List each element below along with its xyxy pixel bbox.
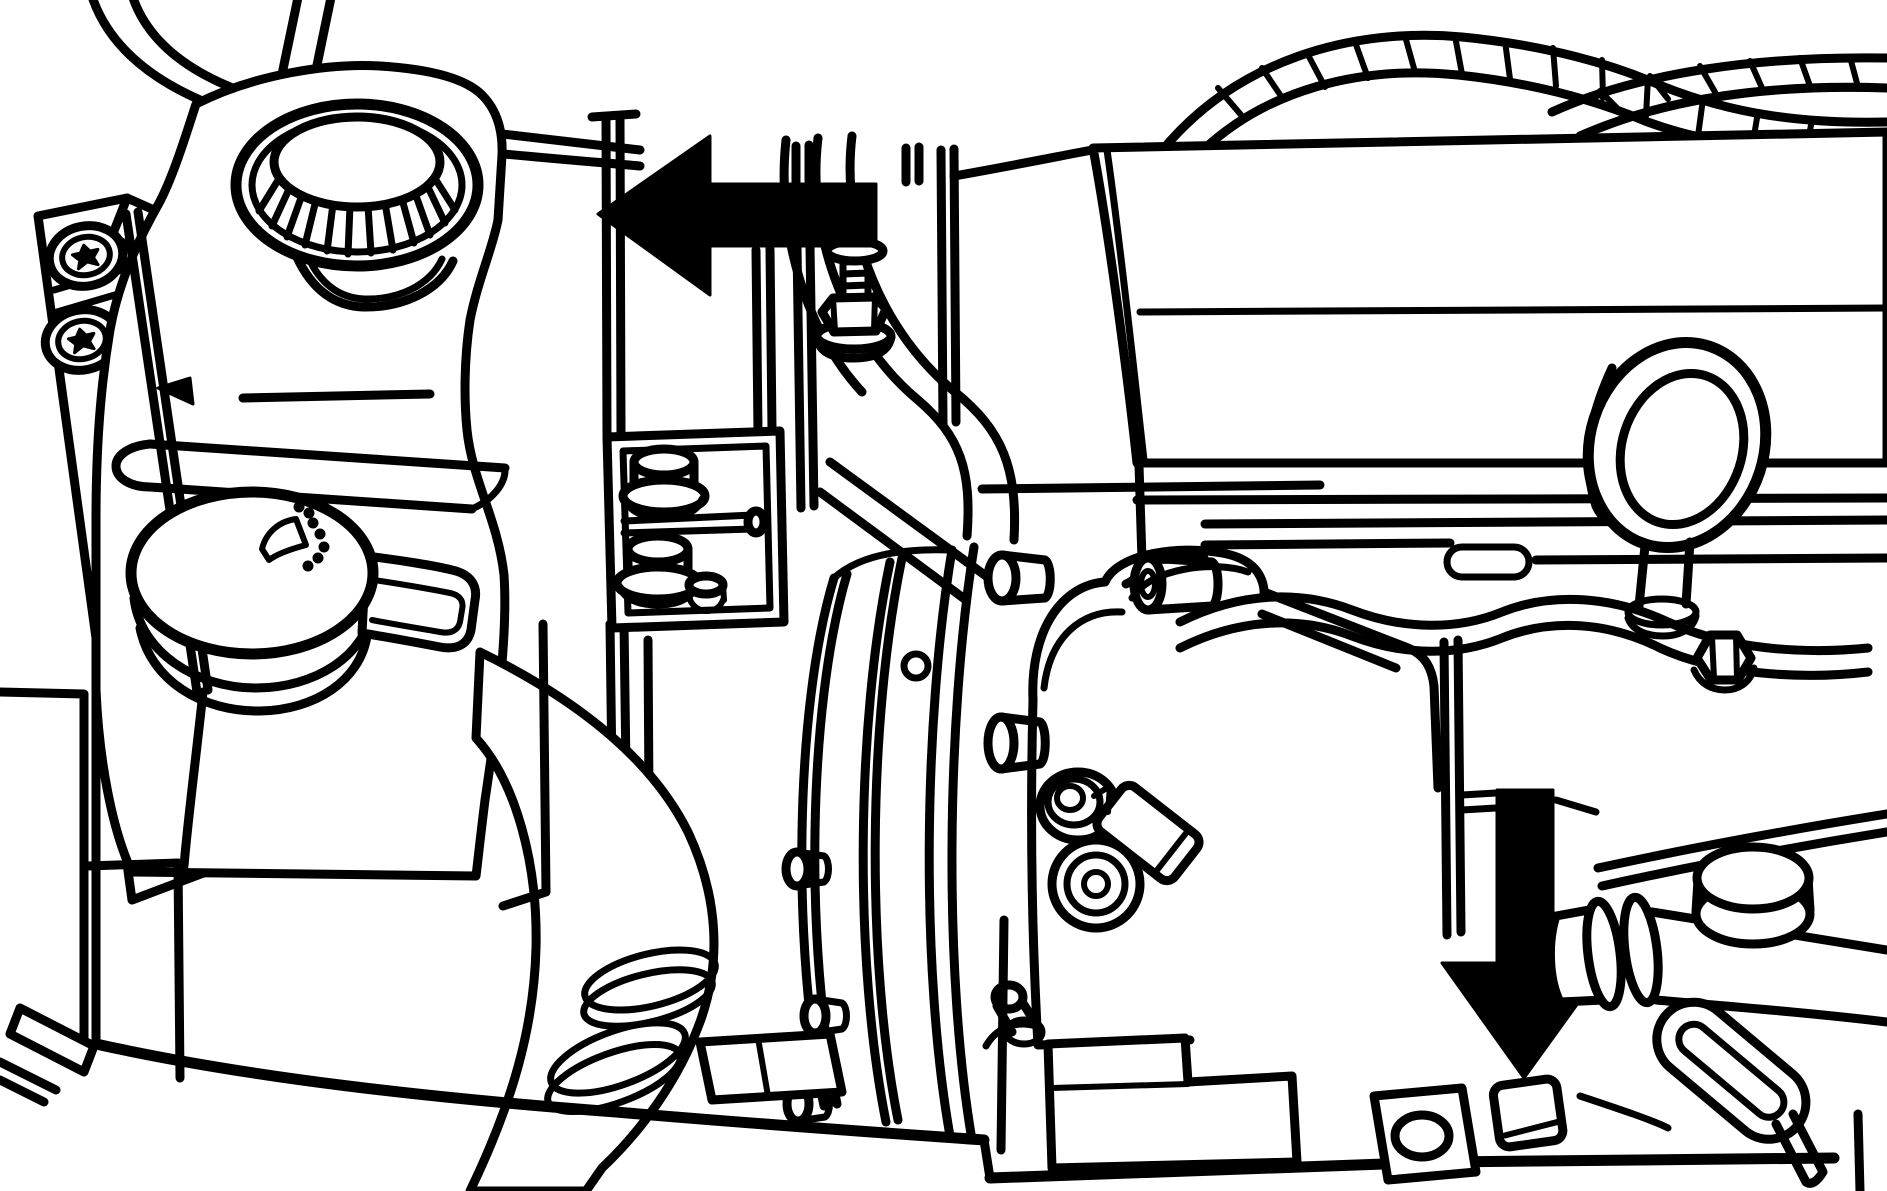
ground-line-left <box>90 1038 990 1146</box>
right-hose-group <box>1043 809 1887 1188</box>
pipe-cap <box>1691 842 1815 949</box>
chassis-rails <box>0 687 1865 1191</box>
block-bosses <box>983 550 1223 774</box>
arrow-target-fitting <box>1488 1074 1568 1152</box>
washer-spray-icon <box>259 501 330 572</box>
washer-filler-cap <box>125 486 481 716</box>
pulley-rim-bolt-2 <box>799 994 850 1038</box>
small-cylinder <box>684 571 728 614</box>
shroud-stud-nut <box>812 236 896 363</box>
crank-pulley <box>695 542 1009 1155</box>
bracket-plate-hole <box>1390 1110 1454 1162</box>
reservoir-cap-callout-arrow <box>596 134 878 297</box>
hex-bolt-2 <box>612 531 704 609</box>
compressor <box>982 545 1600 1050</box>
reservoir-cap <box>230 98 484 272</box>
hose-clamp-1 <box>581 946 719 1014</box>
step-block <box>1043 1033 1302 1173</box>
radiator-hose <box>465 619 719 1191</box>
ribbed-fitting-ring-1 <box>1582 896 1626 1012</box>
retaining-rod <box>620 511 757 537</box>
oil-filler-loop <box>1582 337 1772 694</box>
shroud-foot <box>695 1029 847 1105</box>
left-arrow-icon <box>596 134 878 297</box>
torx-screw-1 <box>44 221 128 291</box>
pulley-rim-bolt-1 <box>781 847 832 891</box>
filler-hex-bolt <box>1690 630 1758 694</box>
hex-bolt-1 <box>618 444 710 522</box>
hose-clamp-2 <box>547 1019 689 1097</box>
cap-knurl-teeth <box>255 173 459 258</box>
dipstick-handle <box>1652 997 1828 1188</box>
bolt-bracket-box <box>602 426 789 633</box>
ribbed-fitting-ring-2 <box>1619 892 1663 1008</box>
cap-thumb-tab <box>357 551 481 653</box>
